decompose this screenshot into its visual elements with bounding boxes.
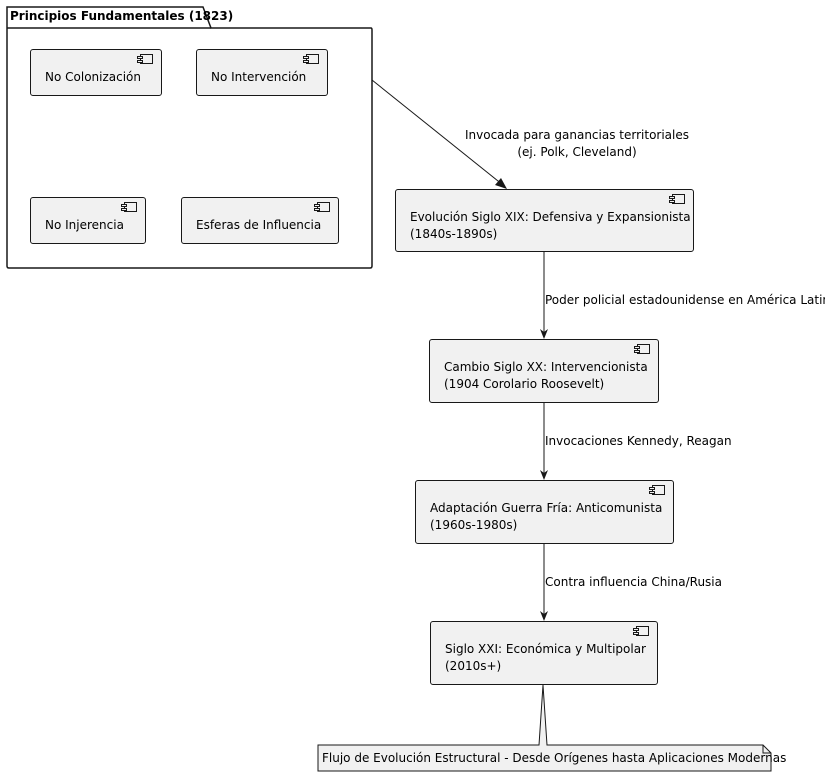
component-icon bbox=[303, 54, 319, 64]
component-esferas-de-influencia[interactable]: Esferas de Influencia bbox=[181, 197, 339, 244]
arrowhead-stage2 bbox=[540, 329, 548, 339]
package-title: Principios Fundamentales (1823) bbox=[10, 9, 234, 23]
stage-title: Siglo XXI: Económica y Multipolar bbox=[445, 642, 646, 656]
arrowhead-stage1 bbox=[495, 178, 507, 189]
component-no-colonizacion[interactable]: No Colonización bbox=[30, 49, 162, 96]
edge-label-kennedy-reagan: Invocaciones Kennedy, Reagan bbox=[545, 434, 732, 448]
stage-title: Cambio Siglo XX: Intervencionista bbox=[444, 360, 648, 374]
component-icon bbox=[669, 194, 685, 204]
stage-title: Adaptación Guerra Fría: Anticomunista bbox=[430, 501, 663, 515]
component-stage-siglo-xxi[interactable]: Siglo XXI: Económica y Multipolar (2010s… bbox=[430, 621, 658, 685]
stage-title: Evolución Siglo XIX: Defensiva y Expansi… bbox=[410, 210, 691, 224]
component-icon bbox=[137, 54, 153, 64]
component-stage-siglo-xix[interactable]: Evolución Siglo XIX: Defensiva y Expansi… bbox=[395, 189, 694, 252]
component-label: No Injerencia bbox=[45, 218, 124, 232]
component-label: Esferas de Influencia bbox=[196, 218, 322, 232]
component-label: No Intervención bbox=[211, 70, 307, 84]
component-icon bbox=[121, 202, 137, 212]
edge-label-china-rusia: Contra influencia China/Rusia bbox=[545, 575, 722, 589]
component-icon bbox=[649, 485, 665, 495]
component-label: No Colonización bbox=[45, 70, 141, 84]
component-no-intervencion[interactable]: No Intervención bbox=[196, 49, 328, 96]
component-no-injerencia[interactable]: No Injerencia bbox=[30, 197, 146, 244]
stage-period: (1904 Corolario Roosevelt) bbox=[444, 377, 605, 391]
component-icon bbox=[314, 202, 330, 212]
note-fold-corner bbox=[762, 745, 771, 754]
component-icon bbox=[633, 626, 649, 636]
arrowhead-stage3 bbox=[540, 470, 548, 480]
note-text: Flujo de Evolución Estructural - Desde O… bbox=[322, 751, 787, 765]
edge-label-line: (ej. Polk, Cleveland) bbox=[517, 145, 637, 159]
stage-period: (2010s+) bbox=[445, 659, 502, 673]
edge-label-line: Invocada para ganancias territoriales bbox=[465, 128, 689, 142]
component-stage-guerra-fria[interactable]: Adaptación Guerra Fría: Anticomunista (1… bbox=[415, 480, 674, 544]
edge-label-poder-policial: Poder policial estadounidense en América… bbox=[545, 293, 825, 307]
arrowhead-stage4 bbox=[540, 611, 548, 621]
edge-package-to-stage1 bbox=[371, 79, 504, 186]
edge-label-territorial: Invocada para ganancias territoriales (e… bbox=[465, 127, 689, 161]
stage-period: (1960s-1980s) bbox=[430, 518, 518, 532]
component-icon bbox=[634, 344, 650, 354]
stage-period: (1840s-1890s) bbox=[410, 227, 498, 241]
component-stage-siglo-xx[interactable]: Cambio Siglo XX: Intervencionista (1904 … bbox=[429, 339, 659, 403]
